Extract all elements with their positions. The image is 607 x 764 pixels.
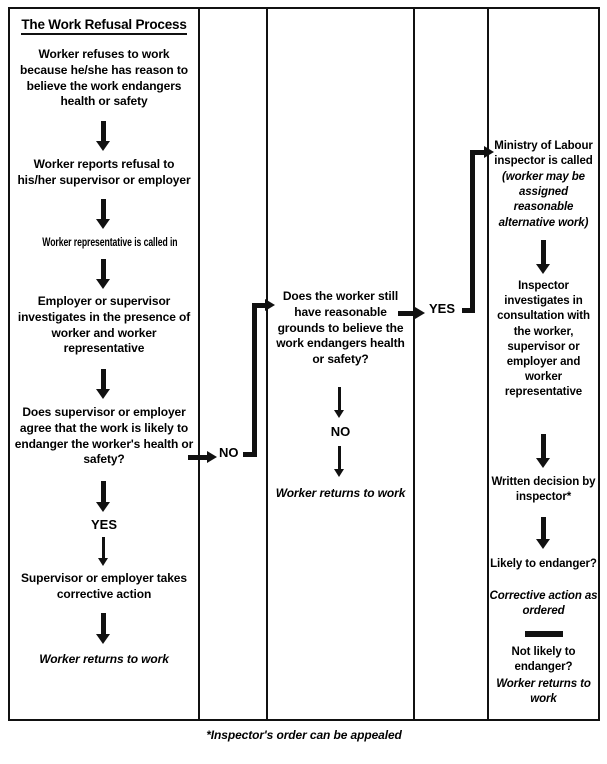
arrow-right-to-no [188, 451, 218, 464]
column-divider-3 [413, 9, 415, 719]
node-written-decision-by-inspector: Written decision by inspector* [491, 476, 596, 504]
node-employer-investigates: Employer or supervisor investigates in t… [17, 294, 191, 356]
node-corrective-action-as-ordered: Corrective action as ordered [489, 590, 598, 618]
footnote-inspector-order-appealed: *Inspector's order can be appealed [206, 728, 402, 742]
column-1-worker-refusal-stage-1: The Work Refusal Process Worker refuses … [10, 9, 198, 719]
arrow-down-11 [536, 434, 551, 468]
branch-label-no: NO [219, 445, 239, 460]
node-worker-reports-refusal: Worker reports refusal to his/her superv… [17, 157, 191, 187]
node-worker-returns-to-work-col1: Worker returns to work [39, 652, 169, 666]
node-worker-alternative-work: (worker may be assigned reasonable alter… [498, 171, 589, 229]
arrow-down-6 [98, 537, 109, 567]
column-divider-4 [487, 9, 489, 719]
node-worker-refuses: Worker refuses to work because he/she ha… [20, 47, 188, 109]
node-worker-representative-called-in: Worker representative is called in [16, 235, 192, 251]
arrow-down-7 [96, 613, 111, 645]
column-5-ministry-of-labour-stage: Ministry of Labour inspector is called (… [489, 9, 598, 719]
node-worker-returns-to-work-col3: Worker returns to work [275, 486, 406, 500]
node-not-likely-to-endanger: Not likely to endanger? [511, 646, 576, 674]
column-divider-2 [266, 9, 268, 719]
column-divider-1 [198, 9, 200, 719]
elbow-yes-horizontal-stub [462, 308, 475, 313]
node-likely-to-endanger: Likely to endanger? [490, 558, 597, 570]
arrow-right-to-yes [398, 307, 426, 320]
arrow-down-10 [536, 240, 551, 274]
arrow-down-5 [96, 481, 111, 513]
node-supervisor-corrective-action: Supervisor or employer takes corrective … [21, 571, 187, 601]
arrow-down-9 [334, 446, 345, 478]
branch-label-yes: YES [429, 301, 456, 316]
page-title: The Work Refusal Process [18, 17, 190, 35]
node-worker-representative-called-in-text: Worker representative is called in [42, 235, 178, 249]
elbow-no-horizontal-stub [243, 452, 257, 457]
arrow-down-12 [536, 517, 551, 549]
arrow-down-2 [96, 199, 111, 229]
decision-separator-bar [525, 631, 563, 637]
node-does-supervisor-agree: Does supervisor or employer agree that t… [14, 405, 194, 467]
branch-label-no-col3: NO [330, 424, 351, 439]
arrow-down-4 [96, 369, 111, 399]
elbow-no-arrow-into-stage2 [252, 299, 276, 312]
flowchart-frame: The Work Refusal Process Worker refuses … [8, 7, 600, 721]
elbow-no-vertical [252, 305, 257, 457]
branch-label-yes-col1: YES [90, 517, 117, 532]
node-worker-returns-to-work-col5: Worker returns to work [496, 678, 591, 706]
elbow-yes-arrow-into-ministry [470, 146, 495, 159]
node-inspector-investigates: Inspector investigates in consultation w… [497, 280, 590, 399]
arrow-down-3 [96, 259, 111, 289]
arrow-down-1 [96, 121, 111, 151]
node-ministry-inspector-called: Ministry of Labour inspector is called [494, 140, 593, 168]
column-3-worker-refusal-stage-2: Does the worker still have reasonable gr… [268, 9, 413, 719]
arrow-down-8 [334, 387, 345, 419]
elbow-yes-vertical [470, 152, 475, 313]
node-does-worker-still-have-grounds: Does the worker still have reasonable gr… [276, 289, 405, 367]
page-title-text: The Work Refusal Process [21, 17, 187, 35]
